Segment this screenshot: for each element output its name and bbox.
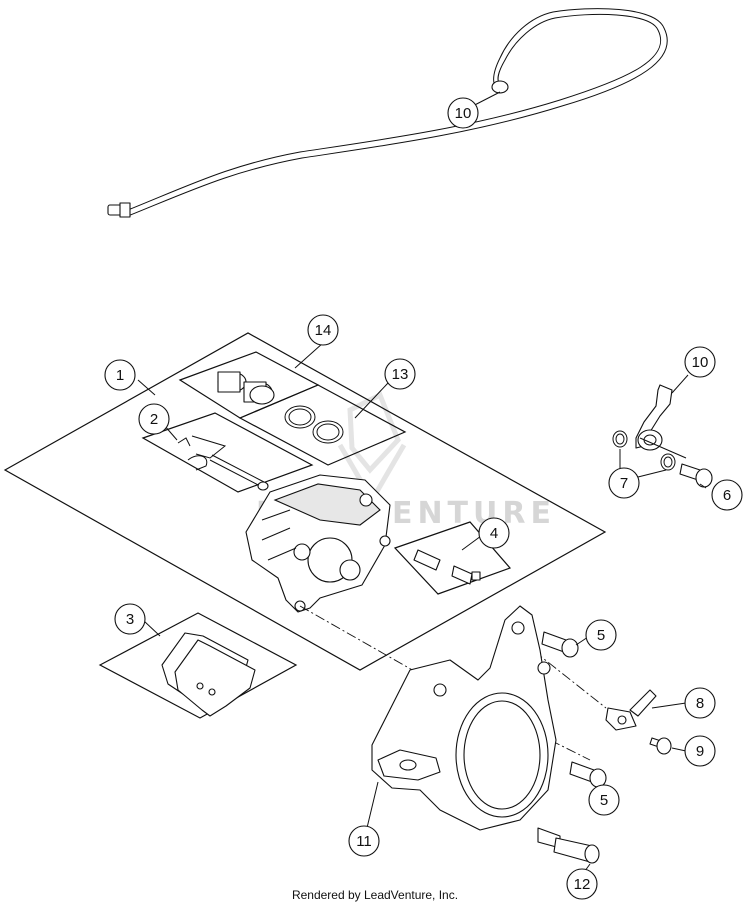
callout-12: 12: [566, 868, 598, 900]
piston-part: [217, 371, 275, 405]
callout-13: 13: [384, 358, 416, 390]
callout-5-top: 5: [585, 619, 617, 651]
callout-10-side: 10: [684, 346, 716, 378]
callout-1: 1: [104, 359, 136, 391]
callout-8: 8: [684, 687, 716, 719]
callout-6: 6: [711, 479, 743, 511]
callout-label: 10: [455, 105, 472, 122]
brake-caliper-part: [245, 474, 391, 613]
callout-10-top: 10: [447, 97, 479, 129]
callout-label: 8: [696, 695, 704, 712]
callout-2: 2: [138, 403, 170, 435]
callout-label: 6: [723, 487, 731, 504]
callout-label: 9: [696, 743, 704, 760]
callout-label: 2: [150, 411, 158, 428]
callout-label: 1: [116, 367, 124, 384]
pin-spring-part: [177, 435, 269, 491]
callout-11: 11: [348, 825, 380, 857]
callout-label: 12: [574, 876, 591, 893]
callout-5-bottom: 5: [588, 784, 620, 816]
banjo-bolt-part: [679, 463, 713, 488]
callout-label: 10: [692, 354, 709, 371]
carrier-bolt-top-part: [541, 631, 579, 658]
callout-label: 5: [600, 792, 608, 809]
seal-rings-part: [284, 405, 344, 444]
caliper-assembly-group-box: [3, 332, 607, 671]
assembly-axis-line: [299, 605, 431, 681]
carrier-bolt-bottom-part: [569, 761, 607, 788]
callout-label: 4: [490, 525, 498, 542]
callout-4: 4: [478, 517, 510, 549]
callout-label: 5: [597, 627, 605, 644]
banjo-fitting-part: [635, 384, 687, 459]
callout-label: 13: [392, 366, 409, 383]
callout-label: 14: [315, 322, 332, 339]
callout-label: 3: [126, 611, 134, 628]
footer-credit: Rendered by LeadVenture, Inc.: [292, 888, 458, 902]
pin-spring-group-box: [141, 412, 314, 493]
copper-washer-left-part: [612, 430, 628, 448]
sensor-part: [605, 689, 657, 731]
bleeder-group-box: [393, 521, 512, 595]
hose-banjo-end: [491, 80, 509, 94]
copper-washer-right-part: [660, 453, 676, 471]
callout-7: 7: [608, 467, 640, 499]
callout-label: 7: [620, 475, 628, 492]
axle-stud-part: [537, 827, 600, 864]
brake-pads-group-box: [98, 612, 298, 719]
bleeder-valve-part: [413, 549, 481, 585]
seals-group-box: [238, 384, 407, 466]
callout-label: 11: [356, 833, 372, 850]
callout-9: 9: [684, 735, 716, 767]
callout-14: 14: [307, 314, 339, 346]
hose-end-nut: [119, 202, 131, 218]
sensor-bolt-part: [649, 737, 672, 755]
brake-pads-part: [161, 632, 256, 717]
caliper-carrier-part: [371, 605, 557, 831]
callout-3: 3: [114, 603, 146, 635]
brake-hose-part: [107, 8, 668, 218]
